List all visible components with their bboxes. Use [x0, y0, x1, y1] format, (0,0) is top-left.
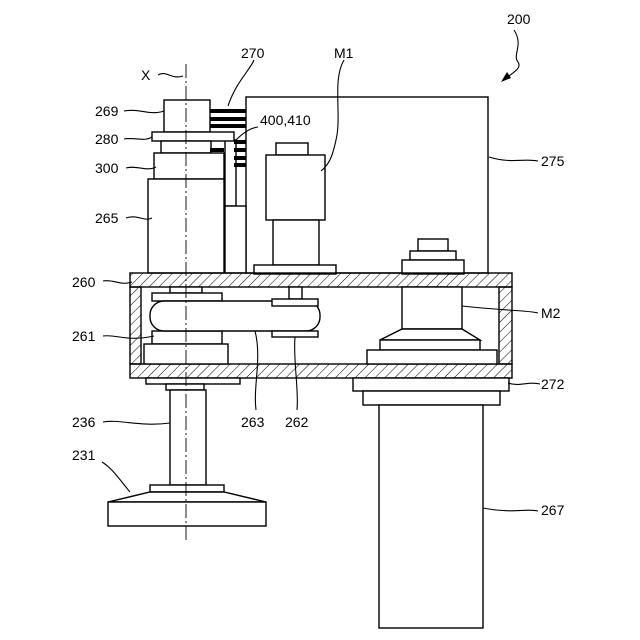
plate-280 — [152, 132, 234, 141]
label-261: 261 — [72, 328, 96, 344]
label-236: 236 — [72, 414, 96, 430]
label-m1: M1 — [334, 45, 354, 61]
label-400-410: 400,410 — [260, 112, 311, 128]
label-m2: M2 — [541, 305, 561, 321]
base-231 — [108, 485, 266, 526]
label-272: 272 — [541, 376, 565, 392]
label-axis-x: X — [141, 67, 151, 83]
column-267 — [379, 405, 483, 628]
part-300 — [154, 153, 224, 179]
shaft-236 — [146, 378, 240, 485]
part-269 — [164, 100, 210, 132]
flange-272 — [353, 378, 509, 405]
label-269: 269 — [95, 103, 119, 119]
label-275: 275 — [541, 153, 565, 169]
label-300: 300 — [95, 160, 119, 176]
motor-m2-lower — [367, 287, 497, 364]
label-267: 267 — [541, 502, 565, 518]
label-280: 280 — [95, 131, 119, 147]
label-265: 265 — [95, 210, 119, 226]
label-231: 231 — [72, 447, 96, 463]
label-200: 200 — [507, 11, 531, 27]
bracket-post — [225, 206, 246, 273]
label-260: 260 — [72, 274, 96, 290]
label-262: 262 — [285, 414, 309, 430]
label-263: 263 — [241, 414, 265, 430]
label-270: 270 — [241, 45, 265, 61]
